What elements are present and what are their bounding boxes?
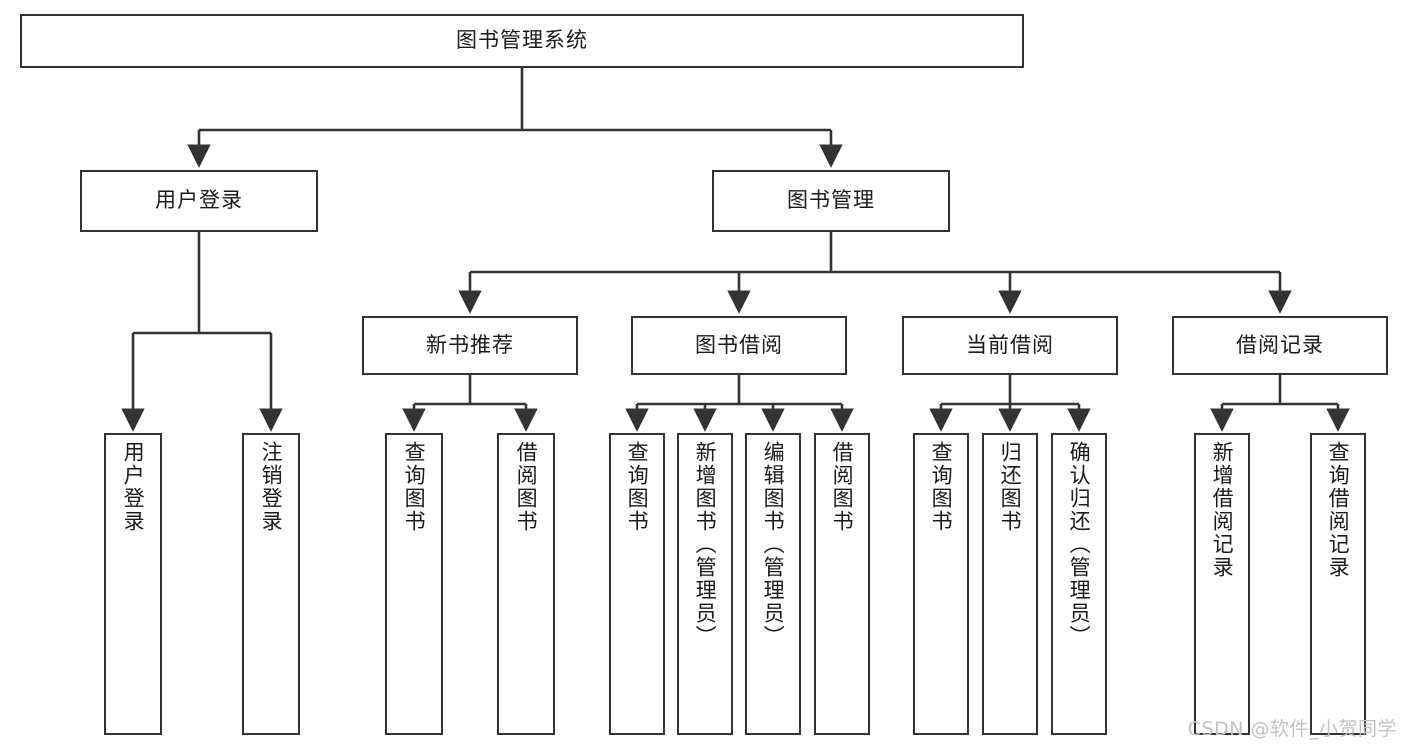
node-leaf-edit-book[interactable]: 编辑图书（管理员）	[745, 433, 801, 735]
node-borrow-record[interactable]: 借阅记录	[1172, 316, 1388, 375]
node-leaf-query-book-2[interactable]: 查询图书	[609, 433, 665, 735]
node-book-management[interactable]: 图书管理	[712, 170, 950, 232]
node-leaf-confirm-return[interactable]: 确认归还（管理员）	[1051, 433, 1107, 735]
node-book-borrow[interactable]: 图书借阅	[631, 316, 847, 375]
node-leaf-return-book[interactable]: 归还图书	[982, 433, 1038, 735]
node-leaf-add-record[interactable]: 新增借阅记录	[1194, 433, 1250, 735]
node-leaf-borrow-book-2[interactable]: 借阅图书	[814, 433, 870, 735]
node-leaf-query-book-3[interactable]: 查询图书	[913, 433, 969, 735]
node-leaf-query-book-1[interactable]: 查询图书	[385, 433, 443, 735]
node-leaf-user-login[interactable]: 用户登录	[104, 433, 162, 735]
node-root-book-management-system[interactable]: 图书管理系统	[20, 14, 1024, 68]
node-leaf-query-record[interactable]: 查询借阅记录	[1310, 433, 1366, 735]
node-leaf-user-logout[interactable]: 注销登录	[242, 433, 300, 735]
node-leaf-borrow-book-1[interactable]: 借阅图书	[497, 433, 555, 735]
node-new-book-recommend[interactable]: 新书推荐	[362, 316, 578, 375]
node-user-login[interactable]: 用户登录	[80, 170, 318, 232]
node-leaf-add-book[interactable]: 新增图书（管理员）	[677, 433, 733, 735]
node-current-borrow[interactable]: 当前借阅	[902, 316, 1118, 375]
